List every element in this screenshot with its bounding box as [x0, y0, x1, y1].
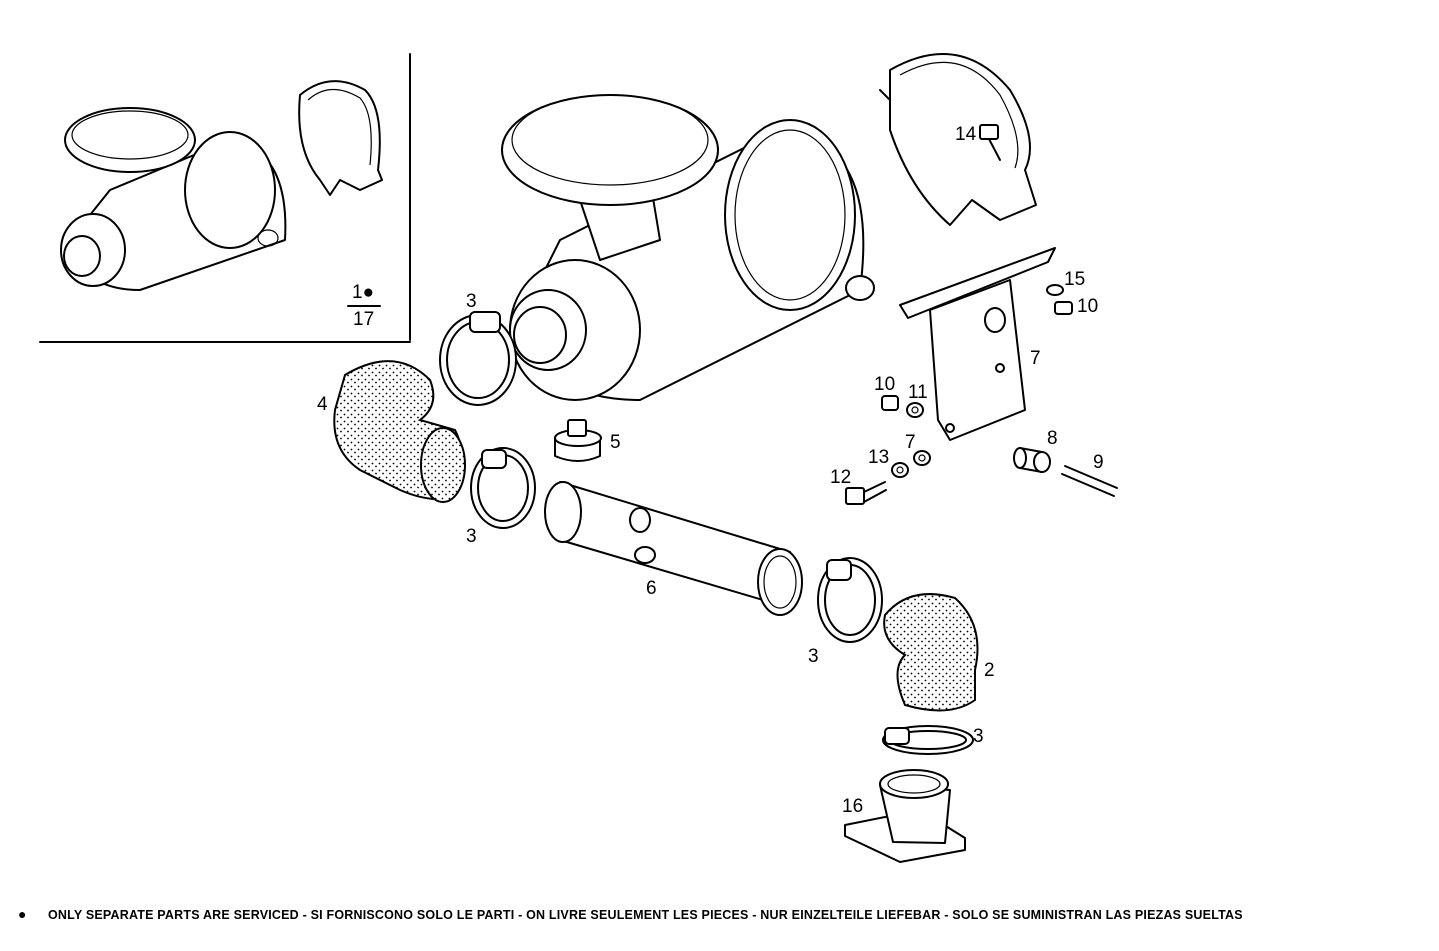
callout-12: 12: [830, 467, 851, 488]
callout-9: 9: [1093, 452, 1104, 473]
callout-16: 16: [842, 796, 863, 817]
intake-tube-6: [544, 481, 803, 616]
inset-item-denominator: 17: [353, 309, 374, 330]
washer-13: [891, 462, 909, 478]
washer-7: [913, 450, 931, 466]
bolt-12: [845, 481, 887, 505]
spacer-8: [1013, 447, 1051, 473]
inset-clamp-band: [298, 80, 383, 196]
footer-bullet: ●: [18, 906, 27, 922]
inset-frame: [39, 53, 411, 343]
footer-text: ONLY SEPARATE PARTS ARE SERVICED - SI FO…: [48, 908, 1243, 922]
valve-5: [554, 419, 602, 462]
callout-3-right: 3: [808, 646, 819, 667]
callout-10-right: 10: [1077, 296, 1098, 317]
nut-10-left: [881, 395, 899, 411]
intake-flange-16: [844, 769, 966, 863]
mounting-bracket: [899, 247, 1056, 441]
hose-2: [883, 593, 979, 712]
nut-15: [1046, 284, 1064, 296]
nut-10-right: [1054, 301, 1073, 315]
callout-7-washer: 7: [905, 432, 916, 453]
callout-4: 4: [317, 394, 328, 415]
callout-11: 11: [908, 382, 928, 403]
hose-clamp-lower: [882, 725, 974, 755]
service-note: ● ONLY SEPARATE PARTS ARE SERVICED - SI F…: [18, 906, 1428, 922]
callout-2: 2: [984, 660, 995, 681]
hose-clamp-upper: [439, 311, 517, 406]
callout-15: 15: [1064, 269, 1085, 290]
callout-3-lower: 3: [973, 726, 984, 747]
callout-3-left: 3: [466, 526, 477, 547]
callout-13: 13: [868, 447, 889, 468]
hose-4: [333, 360, 466, 503]
callout-5: 5: [610, 432, 621, 453]
stud-9: [1061, 465, 1118, 497]
clamp-band: [879, 53, 1037, 226]
callout-10-left: 10: [874, 374, 895, 395]
inset-air-filter: [60, 107, 287, 291]
main-air-filter-body: [501, 94, 875, 401]
callout-14: 14: [955, 124, 977, 145]
callout-3-upper: 3: [466, 291, 477, 312]
inset-item-label: 1●: [352, 282, 374, 303]
bolt-14: [979, 124, 1001, 161]
hose-clamp-right: [817, 557, 883, 643]
callout-6: 6: [646, 578, 657, 599]
callout-8: 8: [1047, 428, 1058, 449]
washer-11: [906, 402, 924, 418]
hose-clamp-left: [470, 447, 536, 529]
callout-7-bracket: 7: [1030, 348, 1041, 369]
